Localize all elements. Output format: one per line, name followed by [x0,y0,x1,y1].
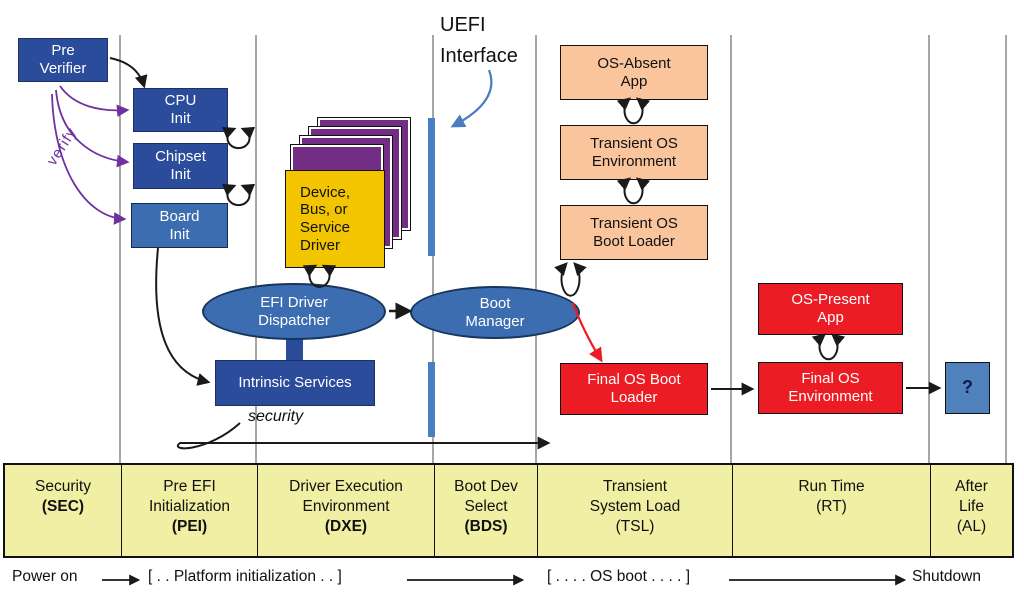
timeline-power-on: Power on [12,568,78,585]
uefi-interface-label: UEFI Interface [440,14,518,67]
chipset-board-cycle-arrow [221,183,256,207]
boot-manager-ellipse: Boot Manager [410,286,580,339]
phase-name: Boot Dev Select [454,478,518,515]
phase-abbr: (AL) [956,517,987,535]
phase-abbr: (DXE) [324,517,368,535]
efi-driver-dispatcher-ellipse: EFI Driver Dispatcher [202,283,386,340]
pre-verifier-box: Pre Verifier [18,38,108,82]
phase-cell-sec: Security (SEC) [5,465,122,556]
env-boot-loader-cycle-arrow [616,177,651,205]
phase-name: Driver Execution Environment [289,478,403,515]
transient-os-boot-loader-box: Transient OS Boot Loader [560,205,708,260]
phase-abbr: (PEI) [171,517,208,535]
timeline-os-boot: [ . . . . OS boot . . . . ] [547,568,690,585]
verify-arrow-cpu [59,85,130,118]
phase-abbr: (RT) [816,497,847,515]
phase-cell-al: After Life (AL) [931,465,1012,556]
phase-cell-rt: Run Time (RT) [733,465,931,556]
board-init-box: Board Init [131,203,228,248]
phase-name: Run Time [798,478,865,495]
security-label: security [248,408,304,425]
timeline-platform-init: [ . . Platform initialization . . ] [148,568,342,585]
phase-cell-pei: Pre EFI Initialization (PEI) [122,465,258,556]
security-loop-long-arrow [176,422,551,450]
phase-name: Pre EFI Initialization [149,478,230,515]
phase-name: Transient System Load [589,478,681,515]
board-to-intrinsic-arrow [155,247,211,386]
cpu-init-box: CPU Init [133,88,228,132]
transient-os-environment-box: Transient OS Environment [560,125,708,180]
device-driver-box: Device, Bus, or Service Driver [285,170,385,268]
phase-abbr: (SEC) [41,497,85,515]
boot-manager-loader-cycle-arrow [554,262,587,297]
final-os-environment-box: Final OS Environment [758,362,903,414]
cpu-chipset-cycle-arrow [221,126,256,150]
os-absent-env-cycle-arrow [616,97,651,125]
after-life-question-box: ? [945,362,990,414]
phase-name: After Life [955,478,988,515]
uefi-interface-pointer-arrow [450,69,493,128]
phase-band: Security (SEC) Pre EFI Initialization (P… [3,463,1014,558]
timeline-shutdown: Shutdown [912,568,981,585]
phase-abbr: (TSL) [615,517,655,535]
os-absent-app-box: OS-Absent App [560,45,708,100]
dispatcher-services-connector [286,336,303,363]
phase-name: Security [35,478,91,495]
final-os-boot-loader-box: Final OS Boot Loader [560,363,708,415]
phase-cell-dxe: Driver Execution Environment (DXE) [258,465,435,556]
phase-cell-bds: Boot Dev Select (BDS) [435,465,538,556]
pre-verifier-to-cpu-arrow [109,57,148,89]
chipset-init-box: Chipset Init [133,143,228,189]
uefi-interface-bar-top [428,118,435,256]
verify-label: verify [43,124,81,169]
phase-cell-tsl: Transient System Load (TSL) [538,465,733,556]
intrinsic-services-box: Intrinsic Services [215,360,375,406]
uefi-interface-bar-bottom [428,362,435,437]
os-present-app-box: OS-Present App [758,283,903,335]
phase-abbr: (BDS) [464,517,508,535]
present-app-env-cycle-arrow [811,333,846,361]
